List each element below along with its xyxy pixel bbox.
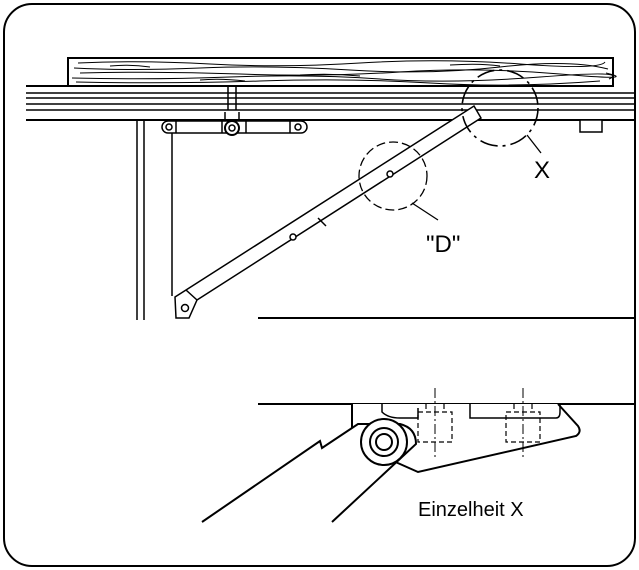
support-strut bbox=[174, 104, 483, 319]
leader-d bbox=[411, 202, 439, 221]
callout-d-label: "D" bbox=[426, 231, 460, 258]
rail-end-block bbox=[579, 119, 603, 133]
detail-circle-x bbox=[461, 69, 539, 147]
table-leg bbox=[136, 120, 173, 320]
hinge-bracket bbox=[161, 112, 308, 136]
detail-caption: Einzelheit X bbox=[418, 499, 524, 521]
wooden-tabletop bbox=[67, 57, 617, 87]
callout-x-label: X bbox=[534, 157, 550, 184]
detail-x-view bbox=[201, 388, 634, 523]
detail-circle-d bbox=[358, 141, 428, 211]
leader-x bbox=[526, 134, 542, 154]
pivot-pin bbox=[360, 418, 408, 466]
assembly-overview bbox=[26, 57, 636, 320]
